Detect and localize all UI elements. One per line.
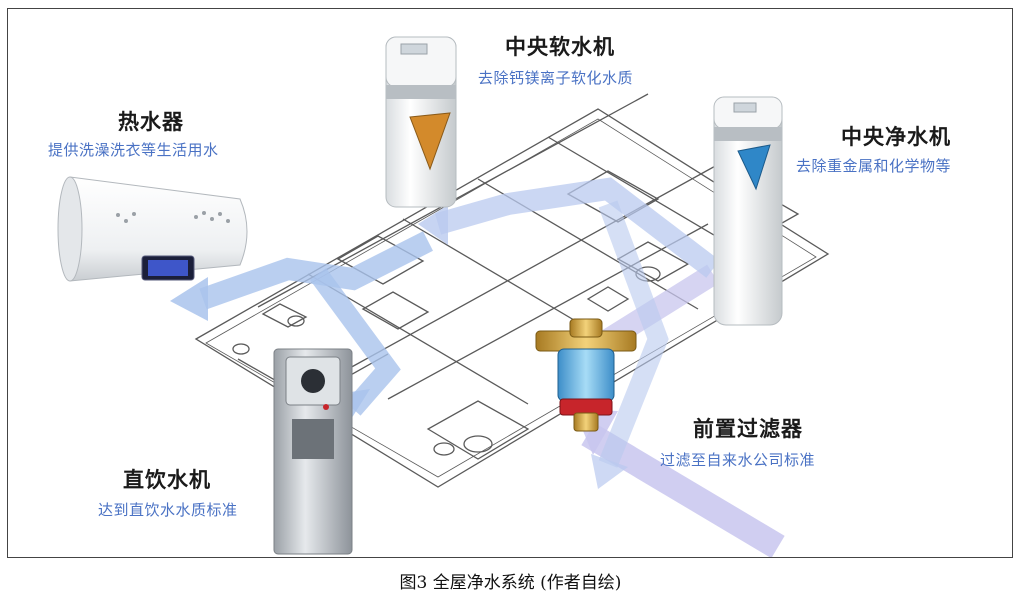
flow-arrows [170,177,785,557]
water-dispenser-unit [273,348,353,555]
water-heater-unit [57,176,248,282]
diagram-frame: 中央软水机 去除钙镁离子软化水质 热水器 提供洗澡洗衣等生活用水 中央净水机 去… [7,8,1013,558]
softener-description: 去除钙镁离子软化水质 [478,69,634,87]
dispenser-description: 达到直饮水水质标准 [98,501,238,519]
dispenser-title: 直饮水机 [123,468,211,492]
water-softener-unit [385,36,457,208]
water-purifier-unit [713,96,783,326]
heater-title: 热水器 [118,110,184,134]
figure-caption: 图3 全屋净水系统 (作者自绘) [399,573,622,593]
purifier-title: 中央净水机 [841,125,951,149]
pre-filter-unit [535,318,637,432]
purifier-description: 去除重金属和化学物等 [796,157,952,175]
middle-branch-arrow [598,200,669,468]
prefilter-title: 前置过滤器 [693,417,803,441]
purifier-to-softener-arrow [434,177,720,278]
water-system-diagram [57,36,830,557]
softener-title: 中央软水机 [505,35,615,59]
heater-description: 提供洗澡洗衣等生活用水 [48,141,219,159]
prefilter-description: 过滤至自来水公司标准 [660,451,816,469]
